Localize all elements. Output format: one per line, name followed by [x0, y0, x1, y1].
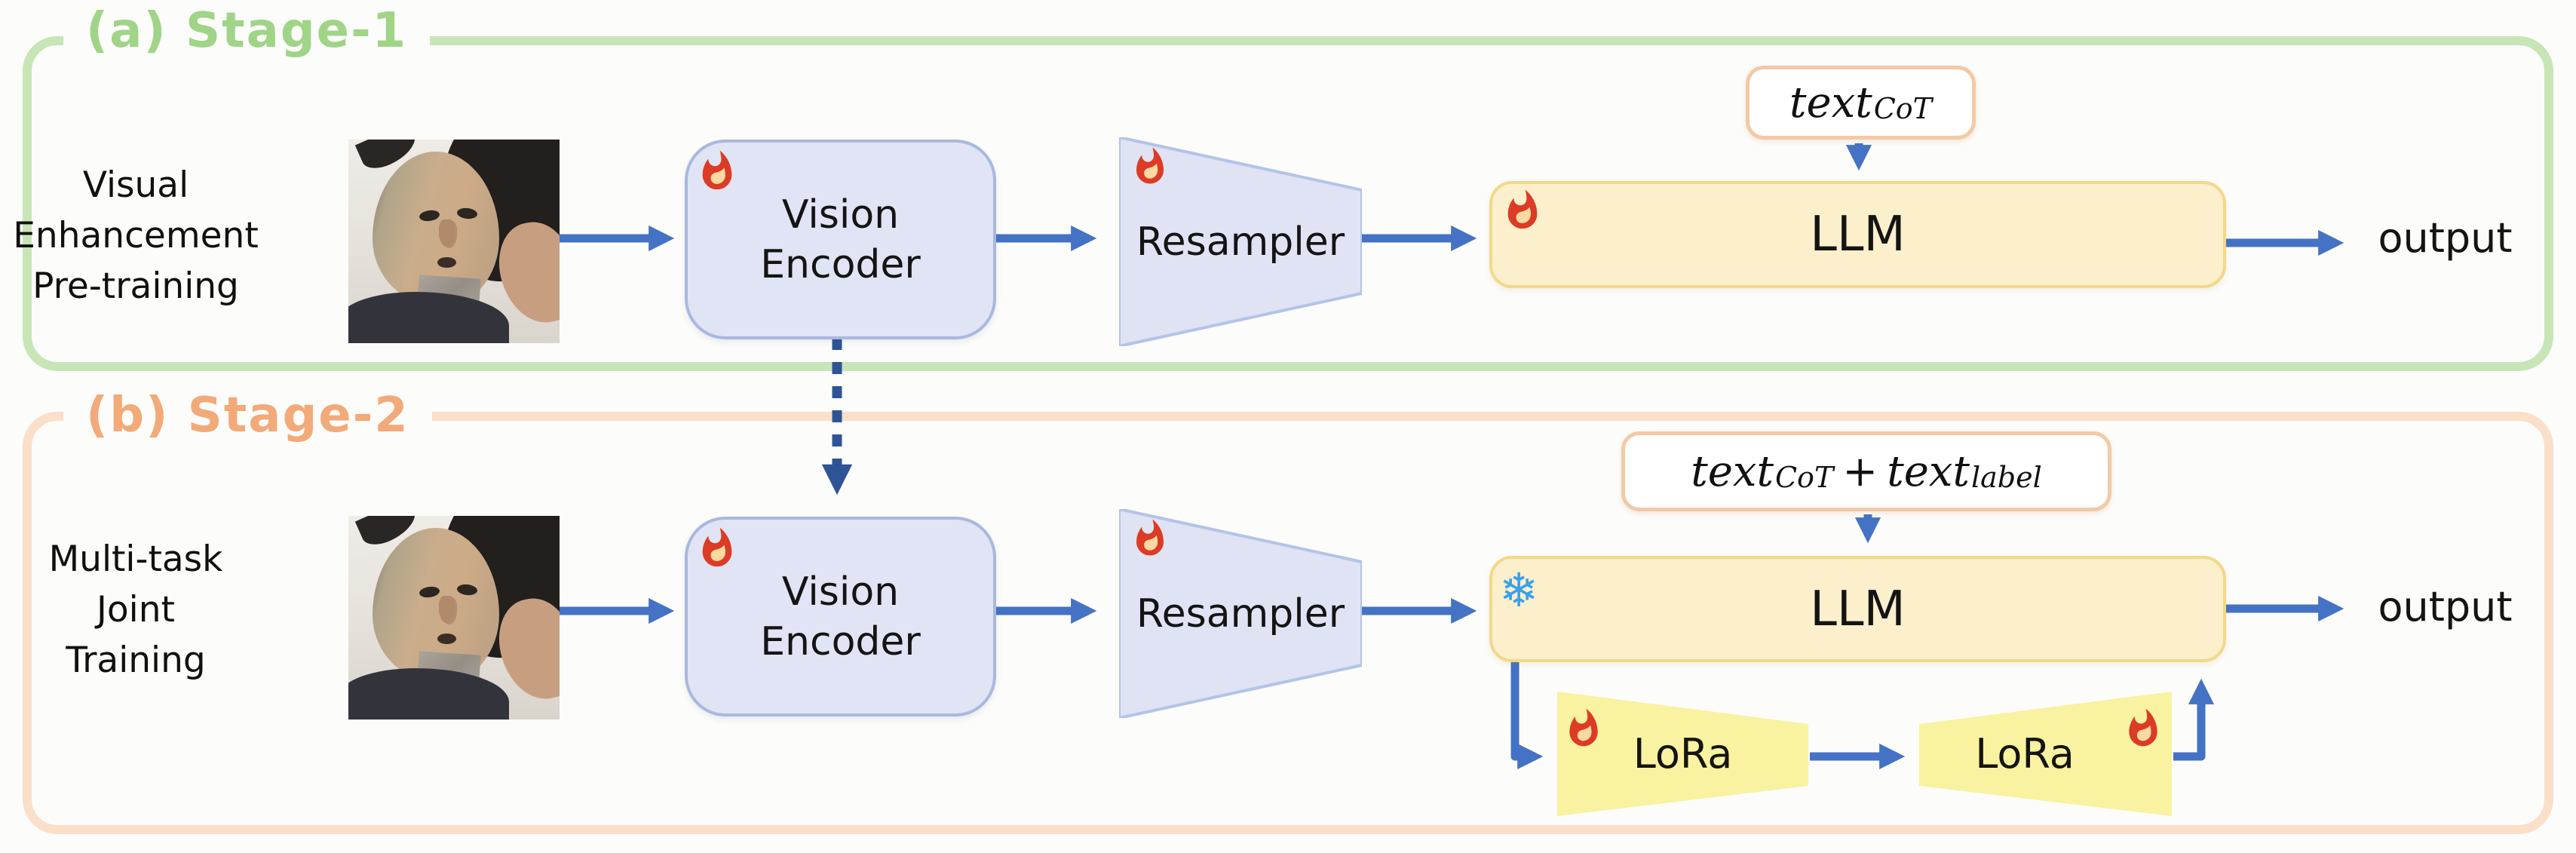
resampler-2: Resampler	[1118, 507, 1363, 720]
mask-face-shape	[373, 152, 499, 317]
flame-icon	[702, 527, 732, 567]
llm-2-label: LLM	[1810, 581, 1906, 637]
eye-hole-left	[419, 585, 440, 599]
text-cot2-base: text	[1691, 446, 1774, 496]
text-label-sub: label	[1970, 461, 2042, 494]
lora-block-right: LoRa	[1919, 692, 2172, 816]
resampler-1-label: Resampler	[1136, 219, 1345, 265]
llm-1: LLM	[1489, 181, 2226, 288]
eye-hole-right	[456, 207, 478, 220]
stage2-title: (b) Stage-2	[63, 388, 432, 443]
stage1-side-label-line2: Enhancement	[13, 215, 259, 256]
flame-icon	[1569, 708, 1598, 747]
vision-encoder-2-label-line1: Vision	[781, 569, 900, 615]
stage1-title: (a) Stage-1	[63, 3, 431, 59]
vision-encoder-1-label-line2: Encoder	[760, 241, 921, 287]
text-cot-sub: CoT	[1873, 92, 1933, 125]
stage1-side-label: Visual Enhancement Pre-training	[5, 160, 267, 311]
lora-left-shape	[1557, 692, 1808, 816]
arrow-llm-to-lora-left	[1510, 662, 1544, 770]
text-label-base: text	[1887, 446, 1970, 496]
lora-right-shape	[1919, 692, 2172, 816]
flame-icon	[702, 150, 732, 190]
input-image-1	[348, 140, 560, 343]
nose-shape	[439, 219, 455, 247]
vision-encoder-2: Vision Encoder	[685, 517, 996, 716]
resampler-1: Resampler	[1118, 135, 1363, 348]
llm-2: LLM	[1489, 556, 2226, 662]
stage1-side-label-line1: Visual	[82, 164, 189, 206]
stage1-side-label-line3: Pre-training	[32, 265, 239, 307]
stage2-panel	[23, 412, 2553, 834]
stage2-side-label-line1: Multi-task	[48, 538, 223, 580]
eye-hole-right	[456, 583, 478, 597]
llm-1-label: LLM	[1810, 207, 1906, 262]
nose-shape	[439, 596, 455, 623]
torso-shape	[348, 292, 509, 343]
stage2-side-label: Multi-task Joint Training	[5, 534, 267, 686]
stage2-side-label-line2: Joint	[97, 589, 175, 631]
lora-block-left: LoRa	[1557, 692, 1808, 816]
output-label-2: output	[2378, 583, 2513, 631]
input-image-2	[348, 516, 560, 720]
stage1-panel	[23, 36, 2553, 371]
arrow-lora-right-to-llm	[2173, 678, 2215, 761]
lora-left-label: LoRa	[1633, 730, 1733, 778]
stage2-side-label-line3: Training	[66, 640, 206, 681]
mouth-shape	[437, 257, 456, 268]
text-cot2-sub: CoT	[1774, 461, 1834, 494]
vision-encoder-1: Vision Encoder	[685, 140, 996, 339]
eye-hole-left	[419, 209, 440, 222]
vision-encoder-1-label-line1: Vision	[781, 192, 900, 238]
flame-icon	[1507, 189, 1538, 229]
flame-icon	[1136, 147, 1164, 184]
resampler-2-label: Resampler	[1136, 591, 1345, 637]
vision-encoder-2-label-line2: Encoder	[760, 618, 921, 664]
mouth-shape	[437, 634, 456, 644]
snowflake-icon: ❄	[1499, 563, 1538, 618]
mask-face-shape	[373, 528, 499, 693]
flame-icon	[1136, 519, 1164, 556]
plus-sign: +	[1842, 446, 1878, 496]
lora-right-label: LoRa	[1975, 730, 2075, 778]
output-label-1: output	[2378, 214, 2513, 262]
text-cot-base: text	[1789, 78, 1872, 127]
torso-shape	[348, 668, 509, 720]
flame-icon	[2129, 708, 2157, 747]
